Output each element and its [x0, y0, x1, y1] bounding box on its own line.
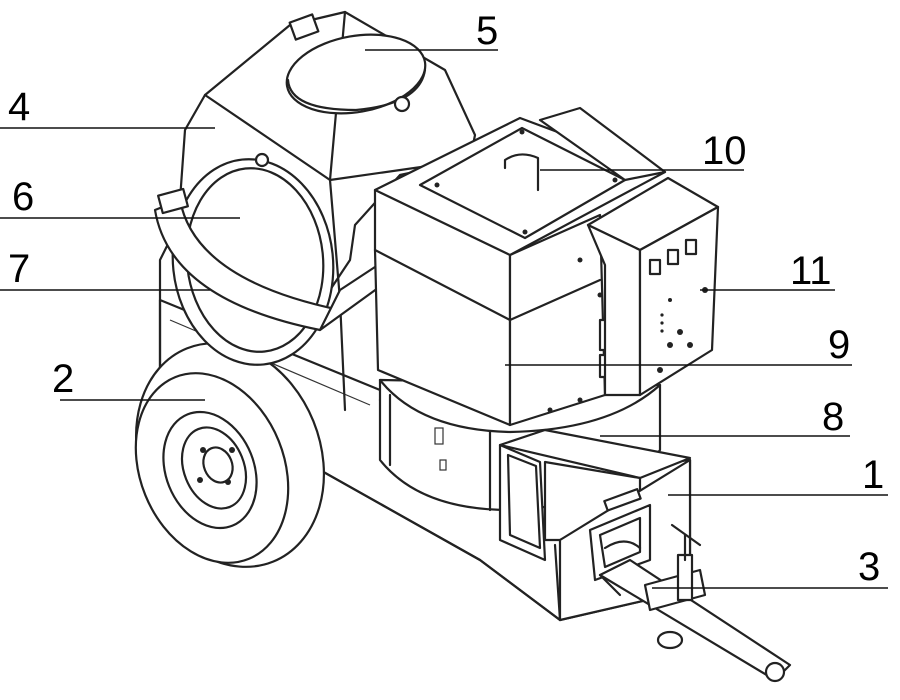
label-1: 1 [862, 453, 884, 497]
label-4: 4 [8, 85, 30, 129]
hopper-box [373, 173, 614, 427]
hopper-lid [373, 106, 667, 257]
label-10: 10 [702, 129, 747, 173]
wheel [134, 342, 326, 568]
label-6: 6 [12, 175, 34, 219]
label-2: 2 [52, 357, 74, 401]
label-5: 5 [476, 9, 498, 53]
top-lid [285, 33, 427, 115]
clamp-band [153, 187, 380, 332]
label-8: 8 [822, 395, 844, 439]
label-9: 9 [828, 323, 850, 367]
label-3: 3 [858, 545, 880, 589]
part-labels: 4 5 6 7 2 10 11 9 8 1 3 [8, 9, 884, 589]
discharge-chute [498, 428, 692, 562]
control-cabinet [586, 176, 720, 397]
label-7: 7 [8, 247, 30, 291]
label-11: 11 [790, 249, 832, 293]
leader-lines [0, 49, 888, 589]
